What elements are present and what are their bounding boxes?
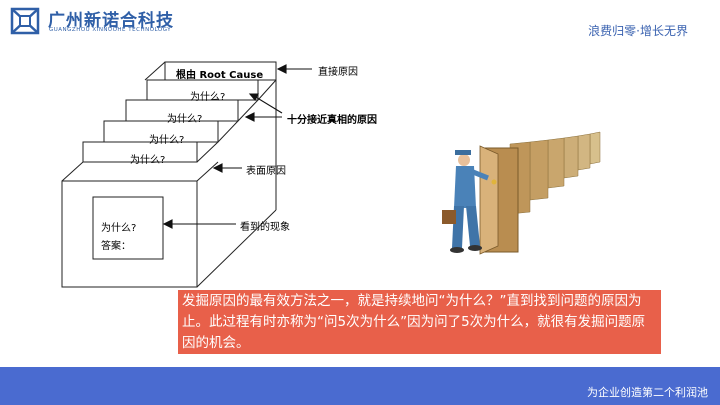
seen-phenomenon-label: 看到的现象 [240,222,290,233]
why-label-4: 为什么? [130,155,166,166]
root-cause-label: 根由 Root Cause [176,70,264,81]
why-label-3: 为什么? [149,135,185,146]
company-logo [10,7,40,35]
doors-illustration [442,131,601,255]
company-name: 广州新诺合科技 [48,11,174,31]
company-subtitle: GUANGZHOU XINNUOHE TECHNOLOGY [49,27,172,33]
direct-cause-label: 直接原因 [318,67,358,78]
answer-label: 答案： [101,241,131,252]
footer-bar [0,367,720,405]
surface-cause-label: 表面原因 [246,166,286,177]
close-cause-label: 十分接近真相的原因 [287,115,377,126]
explanation-callout: 发掘原因的最有效方法之一，就是持续地问“为什么？”直到找到问题的原因为止。此过程… [178,290,661,354]
footer-slogan: 为企业创造第二个利润池 [587,386,708,399]
slogan: 浪费归零·增长无界 [588,24,688,38]
why-label-2: 为什么? [167,114,203,125]
front-why-label: 为什么? [101,223,137,234]
why-label-1: 为什么? [190,92,226,103]
